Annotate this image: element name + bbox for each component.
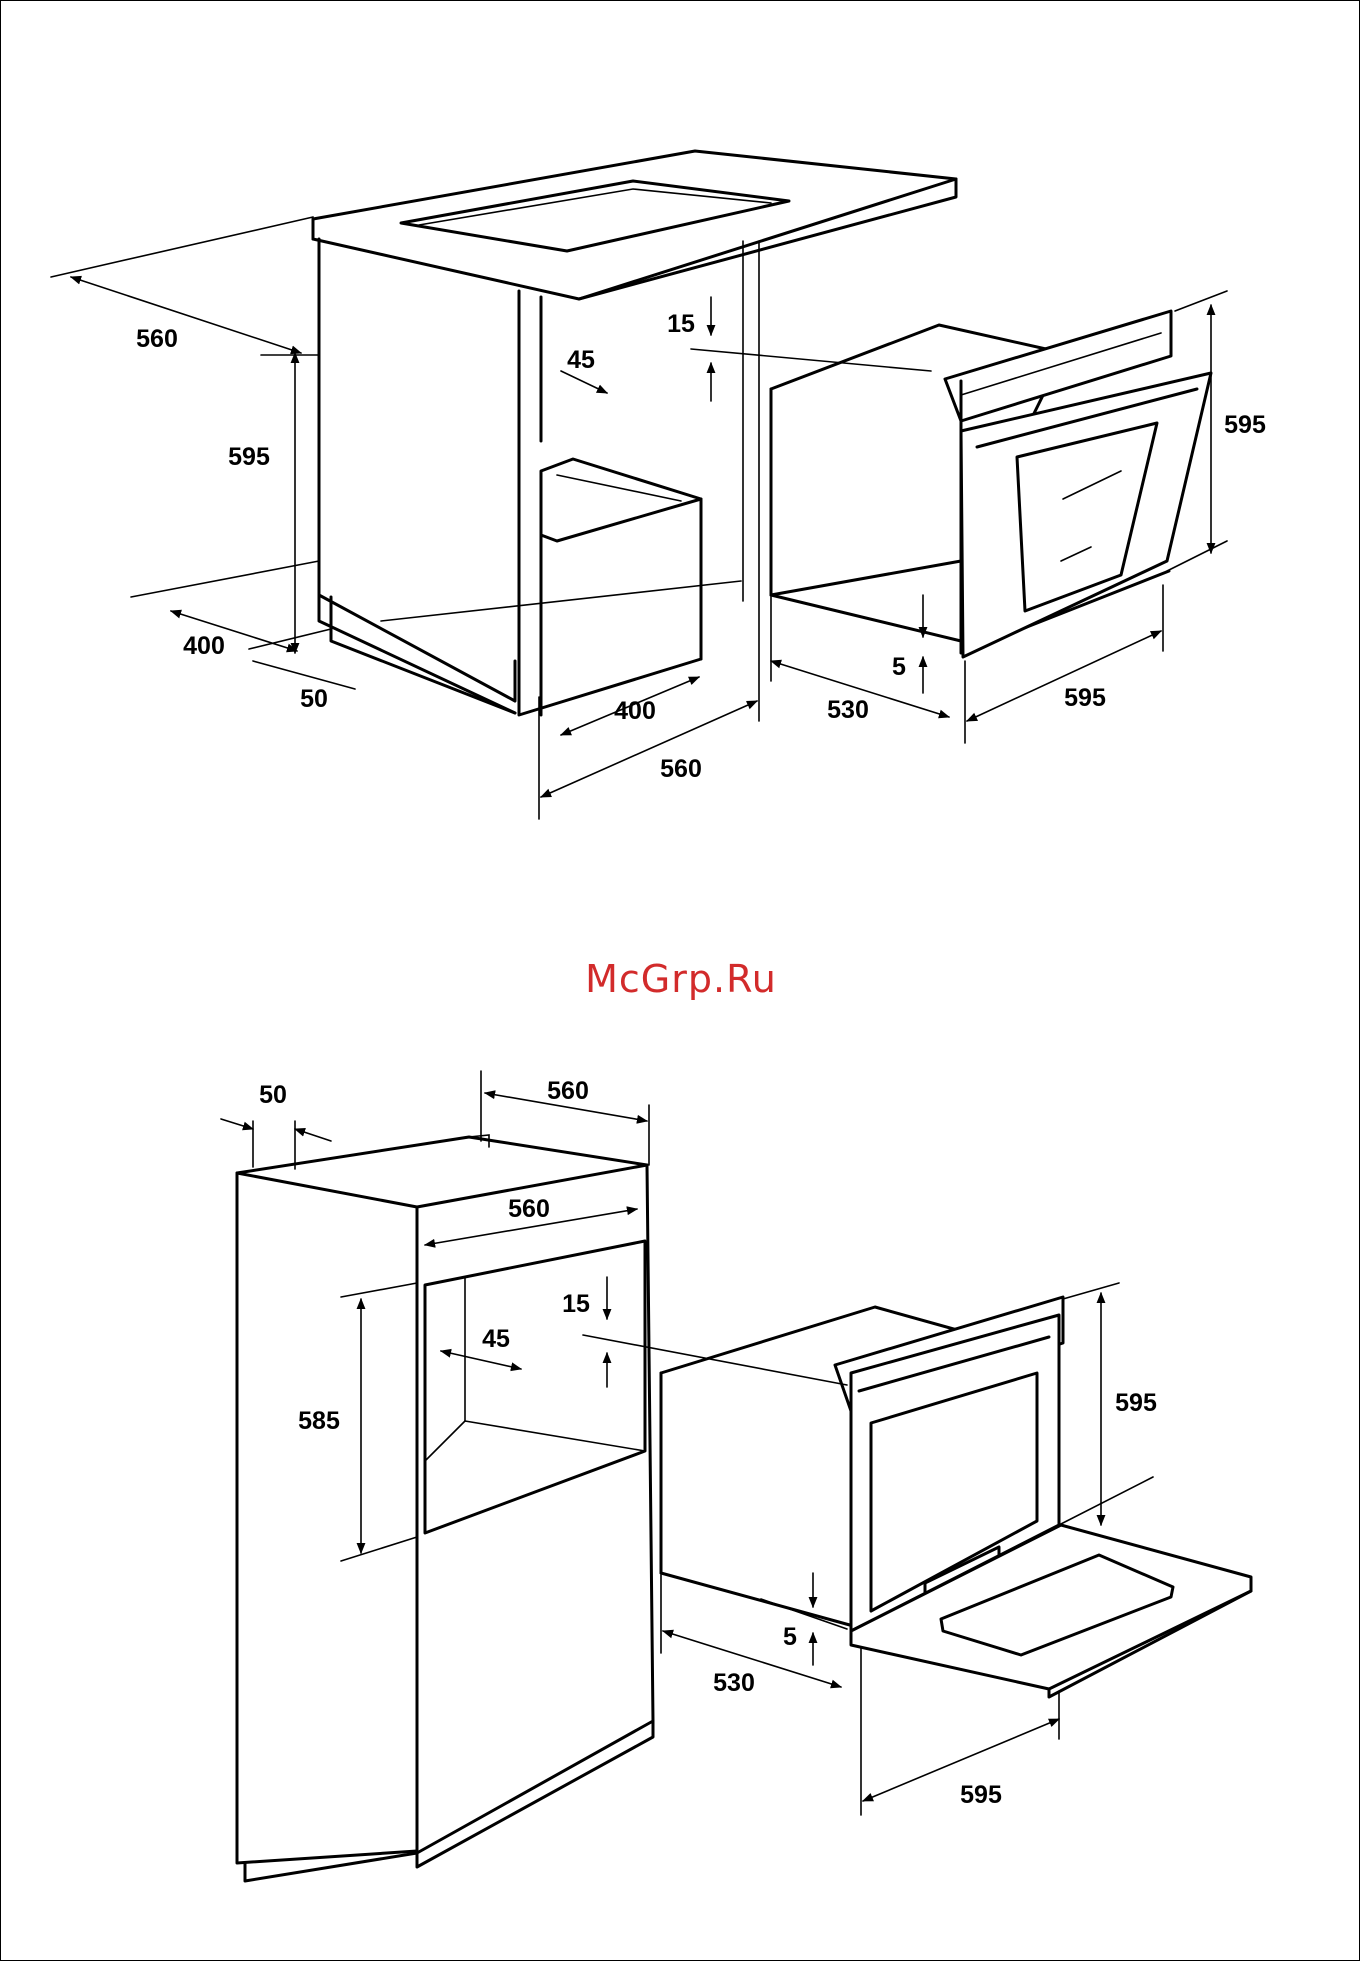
dim-oven-width: 595 — [960, 1781, 1002, 1809]
dim-vent-gap: 45 — [567, 346, 595, 374]
watermark-text: McGrp.Ru — [1, 957, 1360, 1001]
dim-front-top-gap: 15 — [667, 310, 695, 338]
dim-vent-gap: 45 — [482, 1325, 510, 1353]
dim-bottom-opening-depth: 400 — [614, 697, 656, 725]
dim-oven-height: 595 — [1115, 1389, 1157, 1417]
dim-rear-gap: 50 — [259, 1081, 287, 1109]
dim-cabinet-rear-depth: 400 — [183, 632, 225, 660]
dim-cabinet-rear-gap: 50 — [300, 685, 328, 713]
bottom-oven-drawing — [661, 1297, 1251, 1697]
dim-front-top-gap: 15 — [562, 1290, 590, 1318]
dim-cabinet-width: 560 — [660, 755, 702, 783]
dim-niche-width: 560 — [508, 1195, 550, 1223]
dim-oven-height: 595 — [1224, 411, 1266, 439]
dim-oven-bottom-gap: 5 — [783, 1623, 797, 1651]
dim-niche-height: 595 — [228, 443, 270, 471]
dim-cabinet-depth: 560 — [136, 325, 178, 353]
dim-oven-depth: 530 — [713, 1669, 755, 1697]
bottom-column-drawing — [237, 1135, 653, 1881]
dim-oven-width: 595 — [1064, 684, 1106, 712]
dim-niche-height: 585 — [298, 1407, 340, 1435]
dim-oven-depth: 530 — [827, 696, 869, 724]
dim-oven-bottom-gap: 5 — [892, 653, 906, 681]
dim-column-depth: 560 — [547, 1077, 589, 1105]
